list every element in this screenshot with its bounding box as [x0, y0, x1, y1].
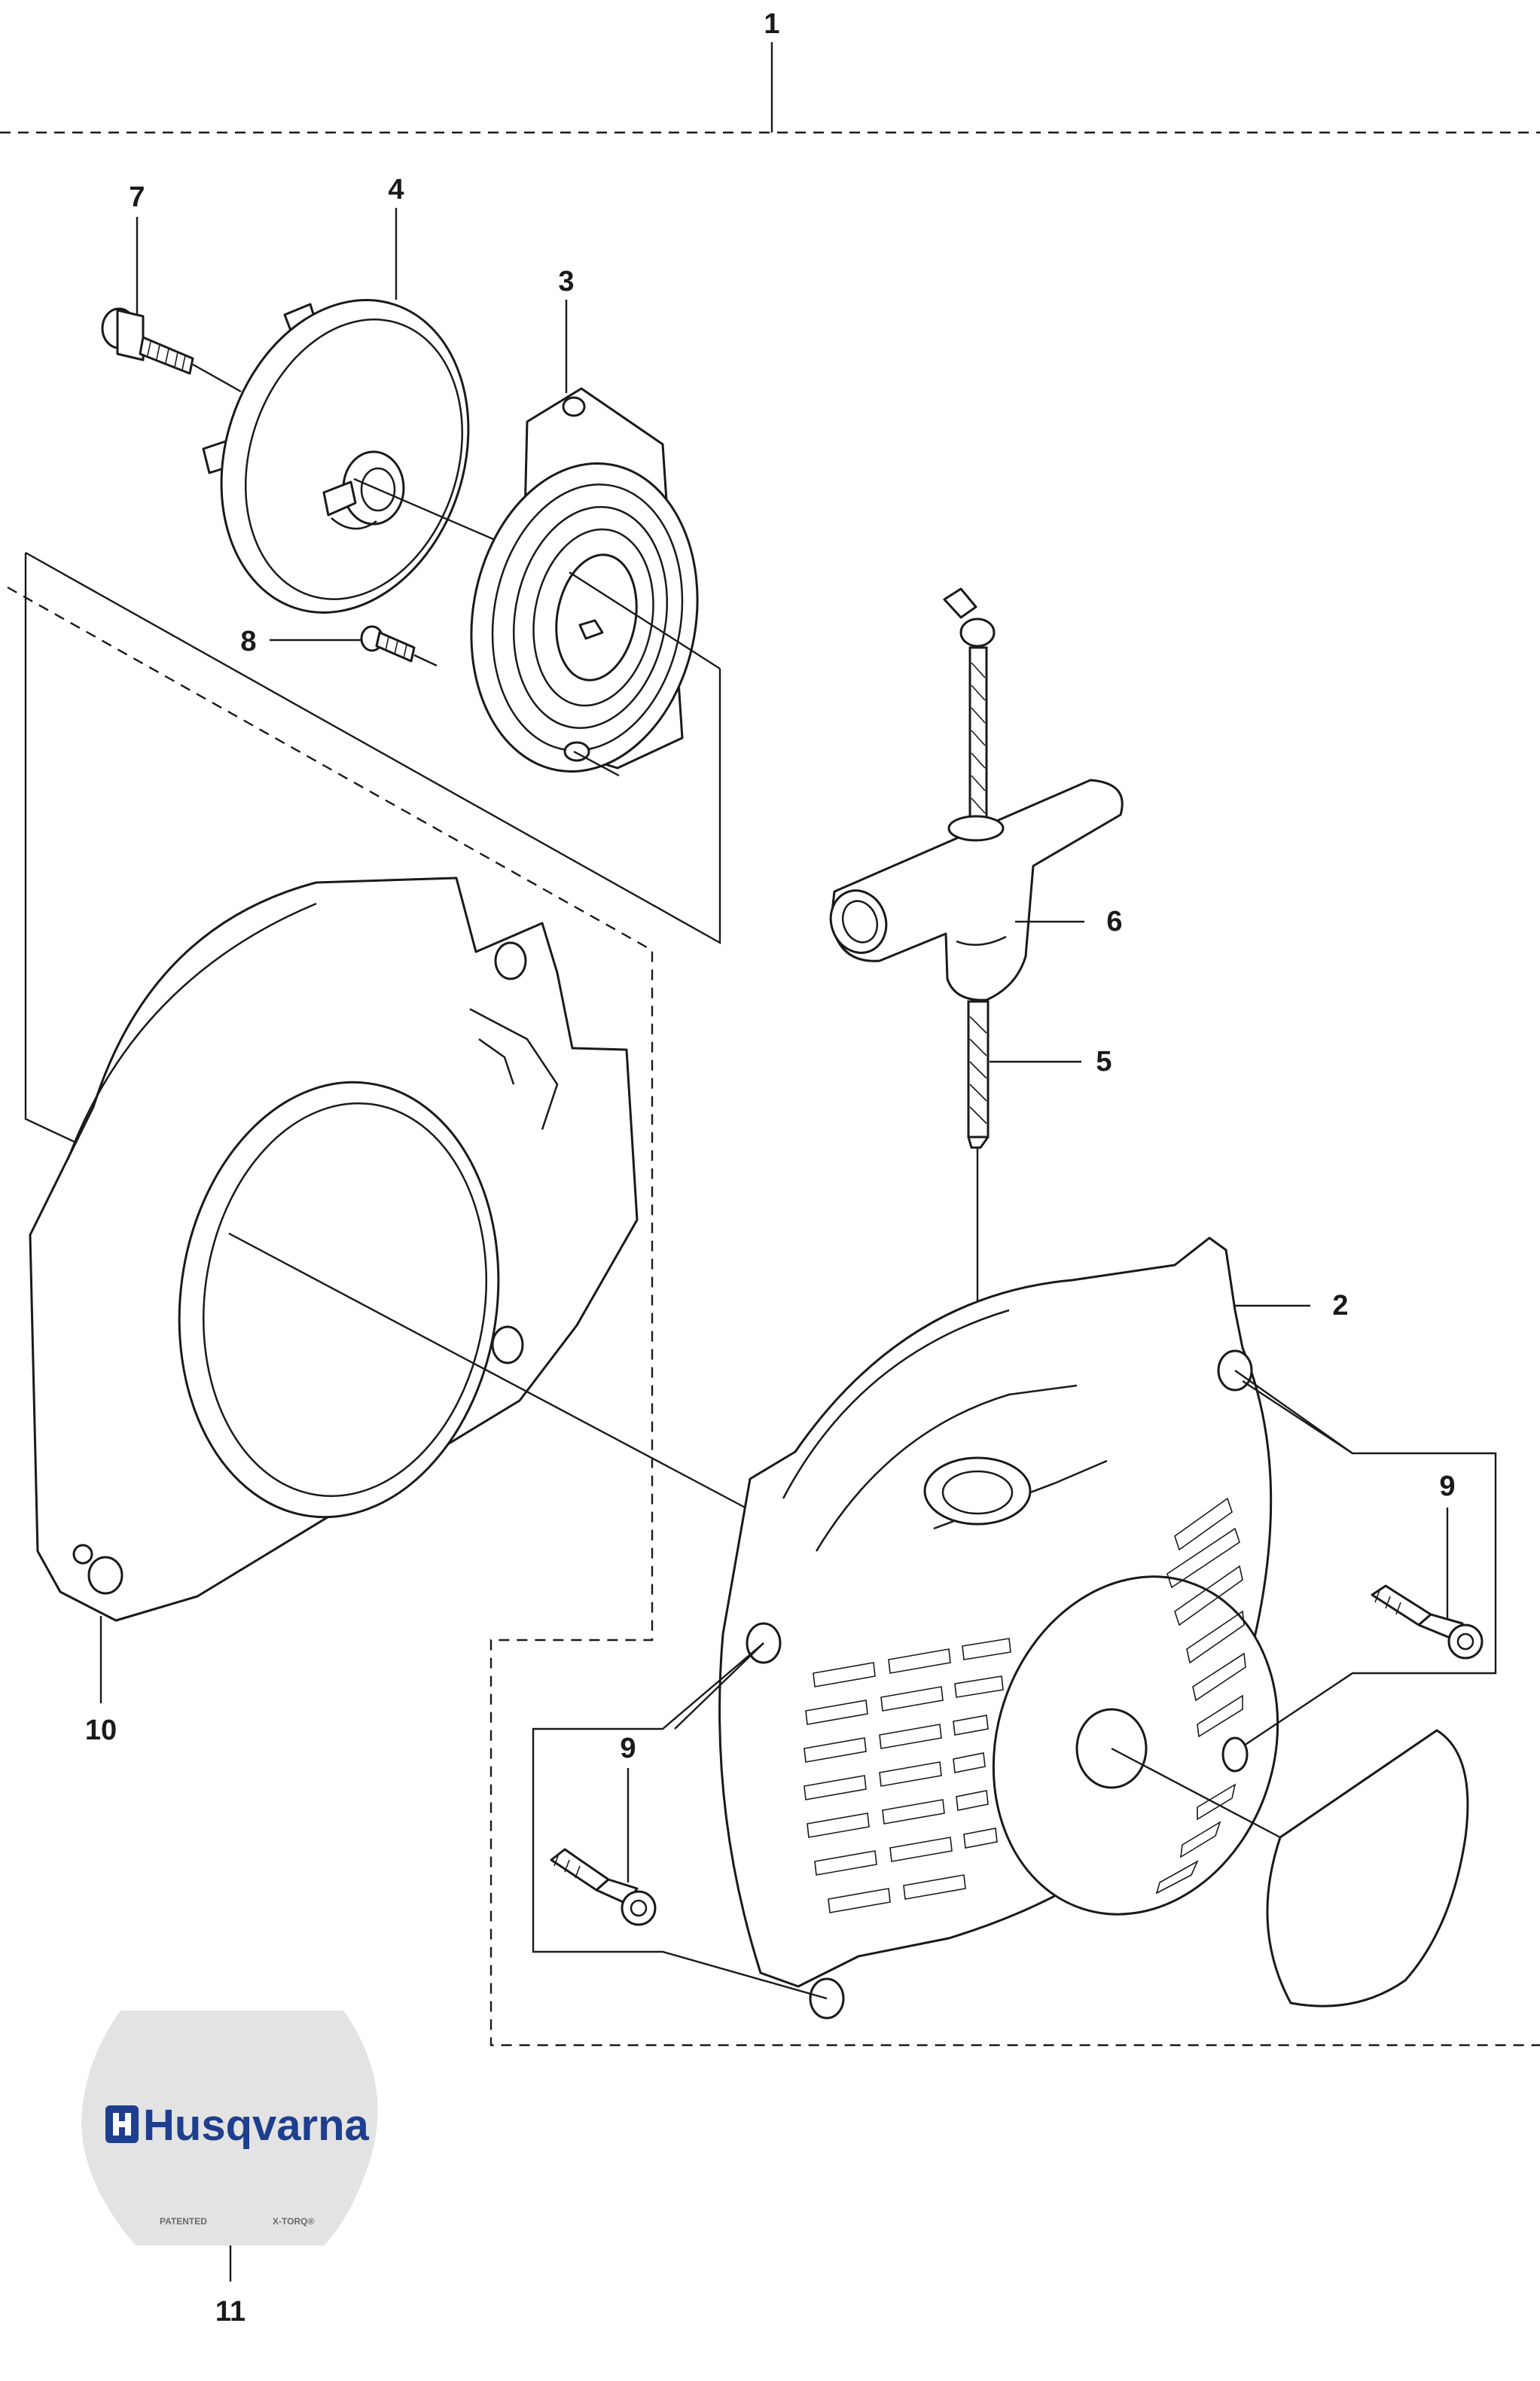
part-5-rope [967, 1000, 990, 1149]
decal-right-text: X-TORQ® [273, 2216, 314, 2227]
bracket-9-right [1242, 1380, 1497, 1746]
bracket-9-right-b [1234, 1370, 1353, 1454]
part-3-spring-housing [470, 387, 699, 773]
part-2-starter-cover [718, 1236, 1279, 2020]
decal-brand-text: Husqvarna [143, 2101, 370, 2150]
part-9-bolt-left [550, 1848, 657, 1926]
axis-line-cover [1111, 1747, 1281, 1839]
axis-line-main [228, 1232, 763, 1518]
part-7-bolt [101, 307, 194, 375]
husqvarna-logo-icon [105, 2105, 139, 2143]
callout-3: 3 [558, 266, 574, 297]
callout-4: 4 [388, 174, 404, 206]
part-8-screw [360, 625, 416, 663]
axis-line-3b [573, 750, 620, 777]
axis-line-3 [569, 571, 721, 670]
explode-frame [24, 551, 721, 1154]
callout-10: 10 [85, 1715, 117, 1746]
part-11-decal: Husqvarna PATENTED X-TORQ® [81, 2011, 378, 2245]
bracket-9-left [532, 1642, 828, 2000]
bracket-9-left-b [674, 1642, 764, 1730]
callout-2: 2 [1332, 1290, 1348, 1322]
decal-left-text: PATENTED [160, 2216, 207, 2227]
assembly-boundary-lower [7, 586, 1540, 2047]
part-4-pulley [202, 299, 470, 614]
callout-1: 1 [764, 8, 779, 40]
callout-8: 8 [240, 626, 256, 657]
callout-7: 7 [129, 181, 145, 213]
part-10-fan-housing [29, 876, 639, 1622]
callout-9-right: 9 [1439, 1471, 1455, 1502]
callout-9-left: 9 [620, 1733, 636, 1764]
part-6-handle [829, 587, 1124, 1001]
callout-5: 5 [1096, 1046, 1112, 1078]
callout-6: 6 [1106, 906, 1122, 937]
callout-11: 11 [215, 2296, 245, 2328]
axis-line-8 [413, 654, 438, 667]
part-9-bolt-right [1371, 1584, 1484, 1660]
axis-line-7 [192, 363, 242, 393]
cover-insert [1266, 1729, 1469, 2008]
